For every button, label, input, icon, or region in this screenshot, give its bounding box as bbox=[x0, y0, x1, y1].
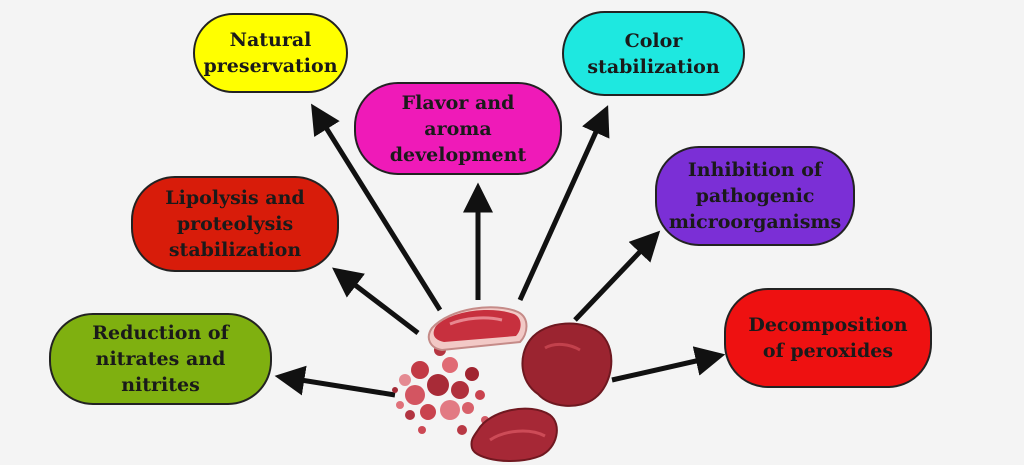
natural-preservation-label: Natural preservation bbox=[203, 29, 338, 77]
lipolysis-proteolysis-label: Lipolysis and proteolysis stabilization bbox=[165, 187, 305, 261]
decomposition-peroxides-box: Decomposition of peroxides bbox=[724, 288, 932, 388]
ground-meat-icon bbox=[392, 344, 489, 435]
raw-meat-and-ground-meat-icon bbox=[392, 306, 613, 463]
decomposition-peroxides-label: Decomposition of peroxides bbox=[748, 314, 908, 362]
arrow-to-decomposition bbox=[611, 346, 726, 383]
flavor-aroma-box: Flavor and aroma development bbox=[354, 82, 562, 175]
inhibition-pathogens-box: Inhibition of pathogenic microorganisms bbox=[655, 146, 855, 246]
inhibition-pathogens-label: Inhibition of pathogenic microorganisms bbox=[668, 159, 842, 233]
natural-preservation-box: Natural preservation bbox=[193, 13, 348, 93]
arrow-to-reduction bbox=[274, 365, 396, 398]
reduction-nitrates-box: Reduction of nitrates and nitrites bbox=[49, 313, 272, 405]
reduction-nitrates-label: Reduction of nitrates and nitrites bbox=[92, 322, 229, 396]
arrow-to-inhibition bbox=[573, 230, 661, 322]
steak-icon bbox=[427, 306, 528, 352]
arrow-to-lipolysis bbox=[332, 267, 420, 335]
lipolysis-proteolysis-box: Lipolysis and proteolysis stabilization bbox=[131, 176, 339, 272]
arrow-to-natural-preservation bbox=[311, 103, 443, 312]
flavor-aroma-label: Flavor and aroma development bbox=[389, 91, 527, 166]
offal-icon bbox=[470, 407, 558, 463]
color-stabilization-box: Color stabilization bbox=[562, 11, 745, 96]
color-stabilization-label: Color stabilization bbox=[587, 29, 720, 78]
liver-icon bbox=[521, 322, 613, 407]
arrow-to-color-stabilization bbox=[517, 105, 610, 302]
